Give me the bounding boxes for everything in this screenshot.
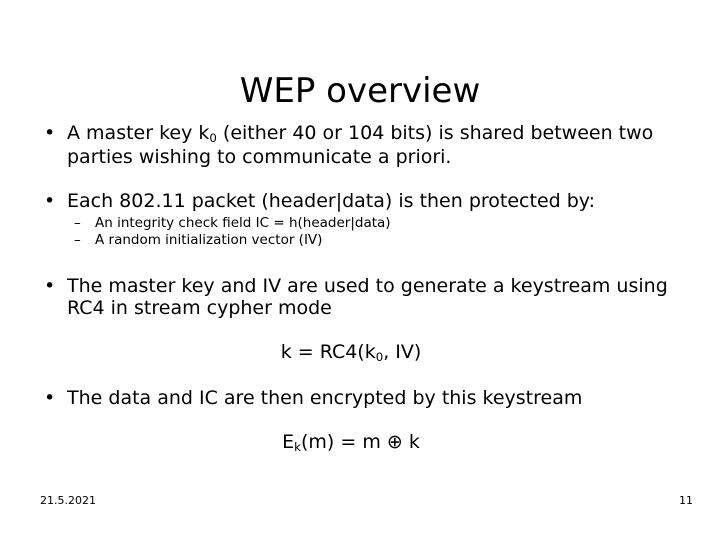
master-key-text-pre: A master key k — [67, 122, 210, 144]
list-item-encryption: • The data and IC are then encrypted by … — [38, 387, 690, 409]
formula-encryption: Ek(m) = m ⊕ k — [25, 431, 677, 455]
list-item-label: A random initialization vector (IV) — [95, 232, 323, 248]
bullet-point-icon: • — [44, 387, 56, 409]
list-item-init-vector: – A random initialization vector (IV) — [67, 232, 690, 249]
formula-keystream-subscript: 0 — [375, 350, 384, 365]
bullet-list-level-2: – An integrity check field IC = h(header… — [67, 215, 690, 249]
list-item-label: The master key and IV are used to genera… — [67, 275, 668, 319]
formula-encryption-subscript: k — [294, 440, 301, 455]
master-key-text-post: (either 40 or 104 bits) is shared betwee… — [67, 122, 654, 168]
master-key-subscript: 0 — [209, 131, 217, 146]
list-item-label: An integrity check field IC = h(header|d… — [95, 215, 391, 231]
spacer-1 — [38, 168, 690, 190]
list-item-label: A master key k0 (either 40 or 104 bits) … — [67, 122, 653, 168]
dash-bullet-icon: – — [74, 232, 81, 248]
footer-page-number: 11 — [679, 494, 693, 507]
spacer-3 — [38, 319, 690, 341]
bullet-point-icon: • — [44, 275, 56, 297]
list-item-keystream-generation: • The master key and IV are used to gene… — [38, 275, 690, 319]
page-title: WEP overview — [239, 70, 481, 111]
slide-body: • A master key k0 (either 40 or 104 bits… — [38, 122, 690, 455]
formula-encryption-pre: E — [282, 431, 295, 453]
formula-keystream: k = RC4(k0, IV) — [25, 341, 677, 365]
list-item-label: The data and IC are then encrypted by th… — [67, 387, 583, 409]
formula-keystream-pre: k = RC4(k — [280, 341, 376, 363]
list-item-packet-protection: • Each 802.11 packet (header|data) is th… — [38, 190, 690, 249]
footer-date: 21.5.2021 — [40, 494, 96, 507]
list-item-integrity-check: – An integrity check field IC = h(header… — [67, 215, 690, 232]
spacer-2 — [38, 249, 690, 275]
bullet-list-level-1-continued: • The data and IC are then encrypted by … — [38, 387, 690, 409]
spacer-4 — [38, 365, 690, 387]
list-item-master-key: • A master key k0 (either 40 or 104 bits… — [38, 122, 690, 168]
bullet-list-level-1: • A master key k0 (either 40 or 104 bits… — [38, 122, 690, 319]
bullet-point-icon: • — [44, 190, 56, 212]
formula-encryption-post: (m) = m ⊕ k — [301, 431, 420, 453]
bullet-point-icon: • — [44, 122, 56, 144]
spacer-5 — [38, 409, 690, 431]
dash-bullet-icon: – — [74, 215, 81, 231]
formula-keystream-post: , IV) — [383, 341, 422, 363]
list-item-label: Each 802.11 packet (header|data) is then… — [67, 190, 596, 212]
